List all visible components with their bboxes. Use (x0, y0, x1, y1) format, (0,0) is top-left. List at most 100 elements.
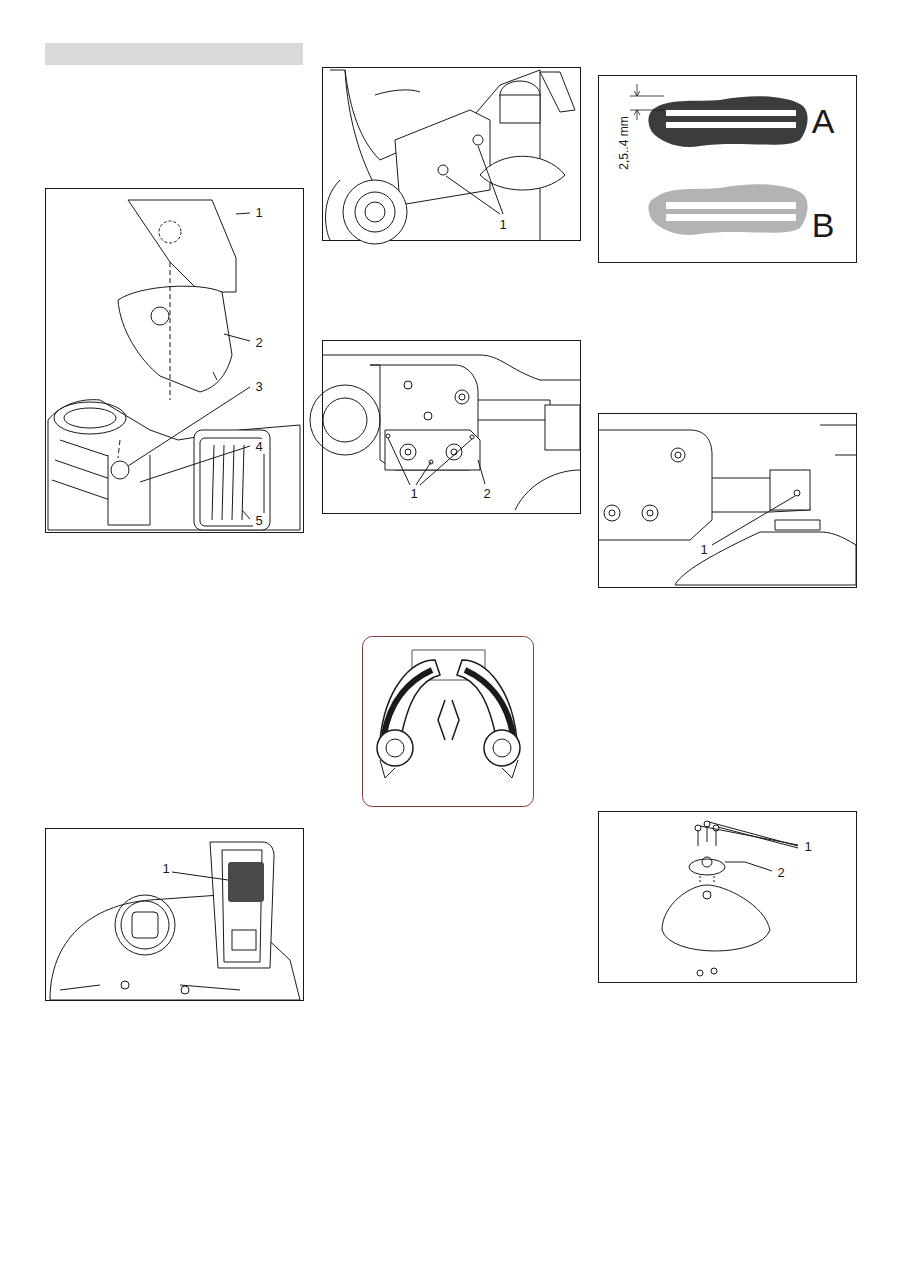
drawing-part (637, 110, 638, 120)
drawing-part (820, 425, 856, 455)
figure-frame (46, 189, 304, 533)
drawing-part (671, 448, 685, 462)
drawing-part (647, 510, 653, 516)
drawing-part (121, 981, 129, 989)
dimension-label: 2,5..4 mm (617, 114, 631, 171)
drawing-part (794, 490, 800, 496)
drawing-part (609, 510, 615, 516)
drawing-part (121, 901, 169, 949)
drawing-part (242, 510, 250, 519)
drawing-part (213, 372, 217, 380)
drawing-part (637, 84, 638, 96)
wear-pattern-b (648, 184, 807, 235)
drawing-part (775, 520, 820, 530)
header-bar (45, 43, 303, 65)
drawing-part (326, 180, 340, 240)
drawing-part (709, 822, 798, 846)
drawing-part (236, 213, 250, 214)
drawing-part (478, 460, 485, 484)
drawing-part (438, 165, 448, 175)
wear-pattern-a (648, 96, 807, 147)
callout-number: 2 (253, 335, 264, 350)
drawing-part (170, 262, 171, 400)
drawing-part (703, 891, 711, 899)
drawing-part (545, 405, 580, 450)
filter-bag (128, 200, 236, 292)
drawing-part (380, 760, 518, 778)
callout-number: 1 (698, 542, 709, 557)
drawing-part (343, 180, 407, 244)
drawing-part (713, 825, 719, 831)
drawing-part (438, 700, 459, 740)
bin-lid (210, 842, 274, 968)
warning-frame (363, 637, 534, 807)
drawing-part (355, 192, 395, 232)
drawing-part (424, 412, 432, 420)
drawing-part (515, 470, 580, 510)
callout-number: 1 (408, 486, 419, 501)
variant-letter: B (810, 207, 837, 243)
drawing-part (451, 449, 457, 455)
drawing-part (725, 862, 745, 863)
callout-number: 2 (481, 486, 492, 501)
drawing-part (48, 400, 300, 530)
drawing-part (745, 862, 772, 871)
drawing-part (446, 444, 462, 460)
drawing-part (386, 434, 390, 438)
drawing-part (455, 390, 469, 404)
drawing-part (151, 307, 169, 325)
drawing-part (666, 214, 796, 221)
drawing-part (54, 402, 126, 434)
drawing-part (540, 72, 575, 112)
drawing-part (459, 394, 465, 400)
drawing-part (712, 470, 810, 512)
callout-number: 5 (253, 513, 264, 528)
drawing-part (405, 449, 411, 455)
drawing-part (388, 438, 410, 485)
drawing-part (386, 739, 404, 757)
drawing-part (140, 446, 250, 482)
drawing-part (224, 334, 250, 341)
drawing-part (377, 730, 413, 766)
drawing-part (420, 439, 472, 485)
drawing-part (598, 430, 712, 540)
drawing-part (473, 135, 483, 145)
drawing-part (446, 176, 500, 214)
drawing-part (115, 895, 175, 955)
drawing-part (310, 385, 380, 455)
drawing-part (181, 986, 189, 994)
drawing-part (642, 505, 658, 521)
callout-number: 3 (253, 379, 264, 394)
drawing-part (345, 70, 372, 180)
figure-frame (46, 829, 304, 1001)
drawing-part (604, 505, 620, 521)
drawing-part (60, 985, 240, 990)
drawing-part (493, 739, 511, 757)
callout-number: 1 (160, 861, 171, 876)
filter-frame (194, 430, 270, 530)
drawing-part (384, 670, 432, 735)
brush-disc (662, 885, 770, 951)
drawing-part (128, 387, 250, 466)
drawing-part (770, 470, 810, 510)
drawing-part (634, 91, 640, 115)
drawing-part (323, 398, 367, 442)
drawing-part (478, 146, 503, 214)
variant-letter: A (810, 103, 837, 139)
drawing-part (470, 435, 474, 439)
drawing-part (45, 43, 857, 1001)
callout-number: 1 (497, 217, 508, 232)
drawing-part (630, 96, 664, 97)
drawing-part (484, 730, 520, 766)
figure-frame (599, 414, 857, 588)
drawing-part (232, 930, 256, 950)
drawing-part (712, 496, 795, 545)
drawing-part (64, 408, 116, 428)
drawing-part (212, 445, 244, 520)
drawing-part (111, 461, 129, 479)
drawing-part (132, 912, 158, 938)
callout-number: 4 (253, 439, 264, 454)
drawing-part (675, 452, 681, 458)
drawing-part (702, 857, 712, 867)
